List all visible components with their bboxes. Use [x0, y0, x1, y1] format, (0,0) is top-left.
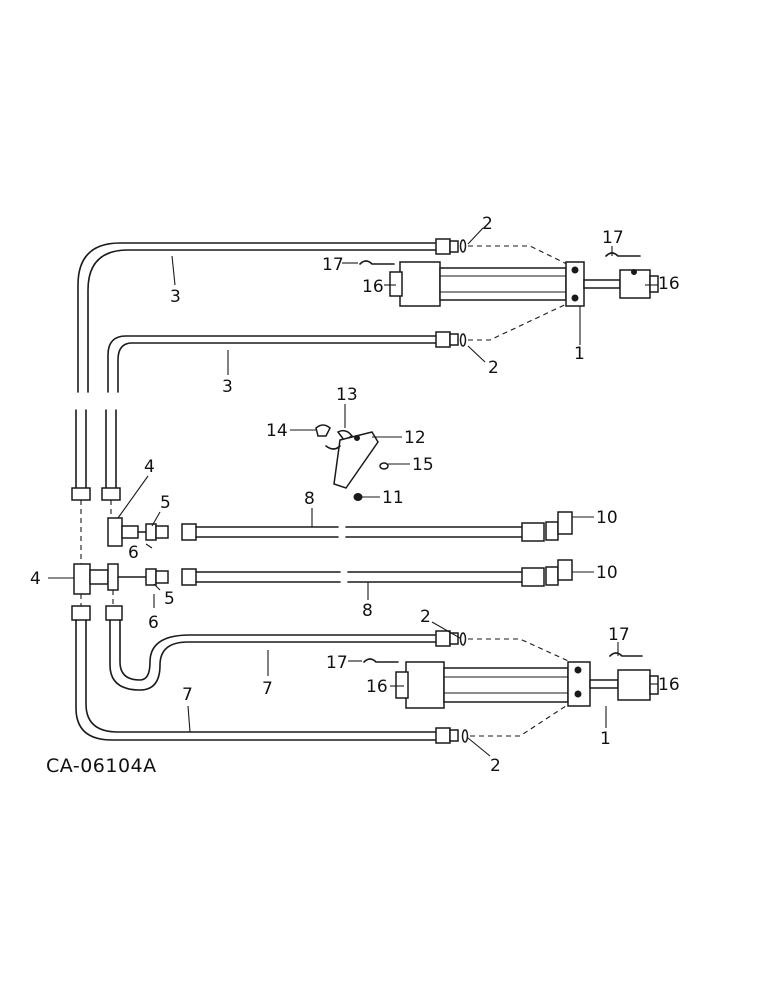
hose-7-outer	[71, 605, 437, 741]
callout-3: 3	[170, 287, 181, 307]
callout-16: 16	[362, 277, 384, 297]
callout-5: 5	[160, 493, 171, 513]
callout-8: 8	[304, 489, 315, 509]
callout-11: 11	[382, 488, 404, 508]
hose-3-broken-segment	[71, 409, 121, 501]
callout-2: 2	[482, 214, 493, 234]
callout-5: 5	[164, 589, 175, 609]
callout-7: 7	[262, 679, 273, 699]
callout-1: 1	[574, 344, 585, 364]
elbow-fitting-10	[545, 511, 573, 586]
callout-16: 16	[658, 675, 680, 695]
tee-fitting-lower	[73, 563, 147, 595]
connection-line	[470, 699, 576, 737]
adapter-5-upper	[145, 523, 169, 541]
hose-7-inner	[105, 605, 437, 691]
callout-15: 15	[412, 455, 434, 475]
o-ring-seal	[459, 632, 469, 743]
callout-17: 17	[608, 625, 630, 645]
callout-13: 13	[336, 385, 358, 405]
o-ring-seal	[459, 239, 467, 347]
callout-17: 17	[322, 255, 344, 275]
callout-17: 17	[602, 228, 624, 248]
callout-2: 2	[420, 607, 431, 627]
callout-4: 4	[30, 569, 41, 589]
adapter-5-lower	[145, 568, 169, 586]
hose-3-outer	[77, 242, 437, 393]
hose-8-lower	[181, 567, 545, 587]
figure-code: CA-06104A	[46, 755, 157, 777]
tee-fitting-upper	[107, 517, 147, 547]
hydraulic-cylinder-bottom	[395, 661, 659, 709]
callout-6: 6	[128, 543, 139, 563]
callout-8: 8	[362, 601, 373, 621]
leader-lines	[48, 227, 658, 757]
callout-14: 14	[266, 421, 288, 441]
clip-pin	[359, 252, 641, 265]
callout-16: 16	[366, 677, 388, 697]
callout-2: 2	[488, 358, 499, 378]
hose-end-fitting	[435, 238, 459, 348]
callout-2: 2	[490, 756, 501, 776]
callout-12: 12	[404, 428, 426, 448]
callout-1: 1	[600, 729, 611, 749]
hydraulic-cylinder-top	[389, 261, 659, 307]
hose-end-fitting	[435, 630, 459, 744]
hose-clamp-assembly	[315, 424, 389, 501]
connection-line	[468, 245, 576, 269]
hose-8-upper	[181, 522, 545, 542]
callout-6: 6	[148, 613, 159, 633]
connection-line	[468, 638, 576, 665]
callout-16: 16	[658, 274, 680, 294]
connection-line	[468, 299, 576, 341]
callout-7: 7	[182, 685, 193, 705]
callout-4: 4	[144, 457, 155, 477]
hose-3-inner	[107, 335, 437, 393]
callout-10: 10	[596, 508, 618, 528]
callout-3: 3	[222, 377, 233, 397]
callout-17: 17	[326, 653, 348, 673]
clip-pin	[363, 652, 643, 663]
callout-10: 10	[596, 563, 618, 583]
